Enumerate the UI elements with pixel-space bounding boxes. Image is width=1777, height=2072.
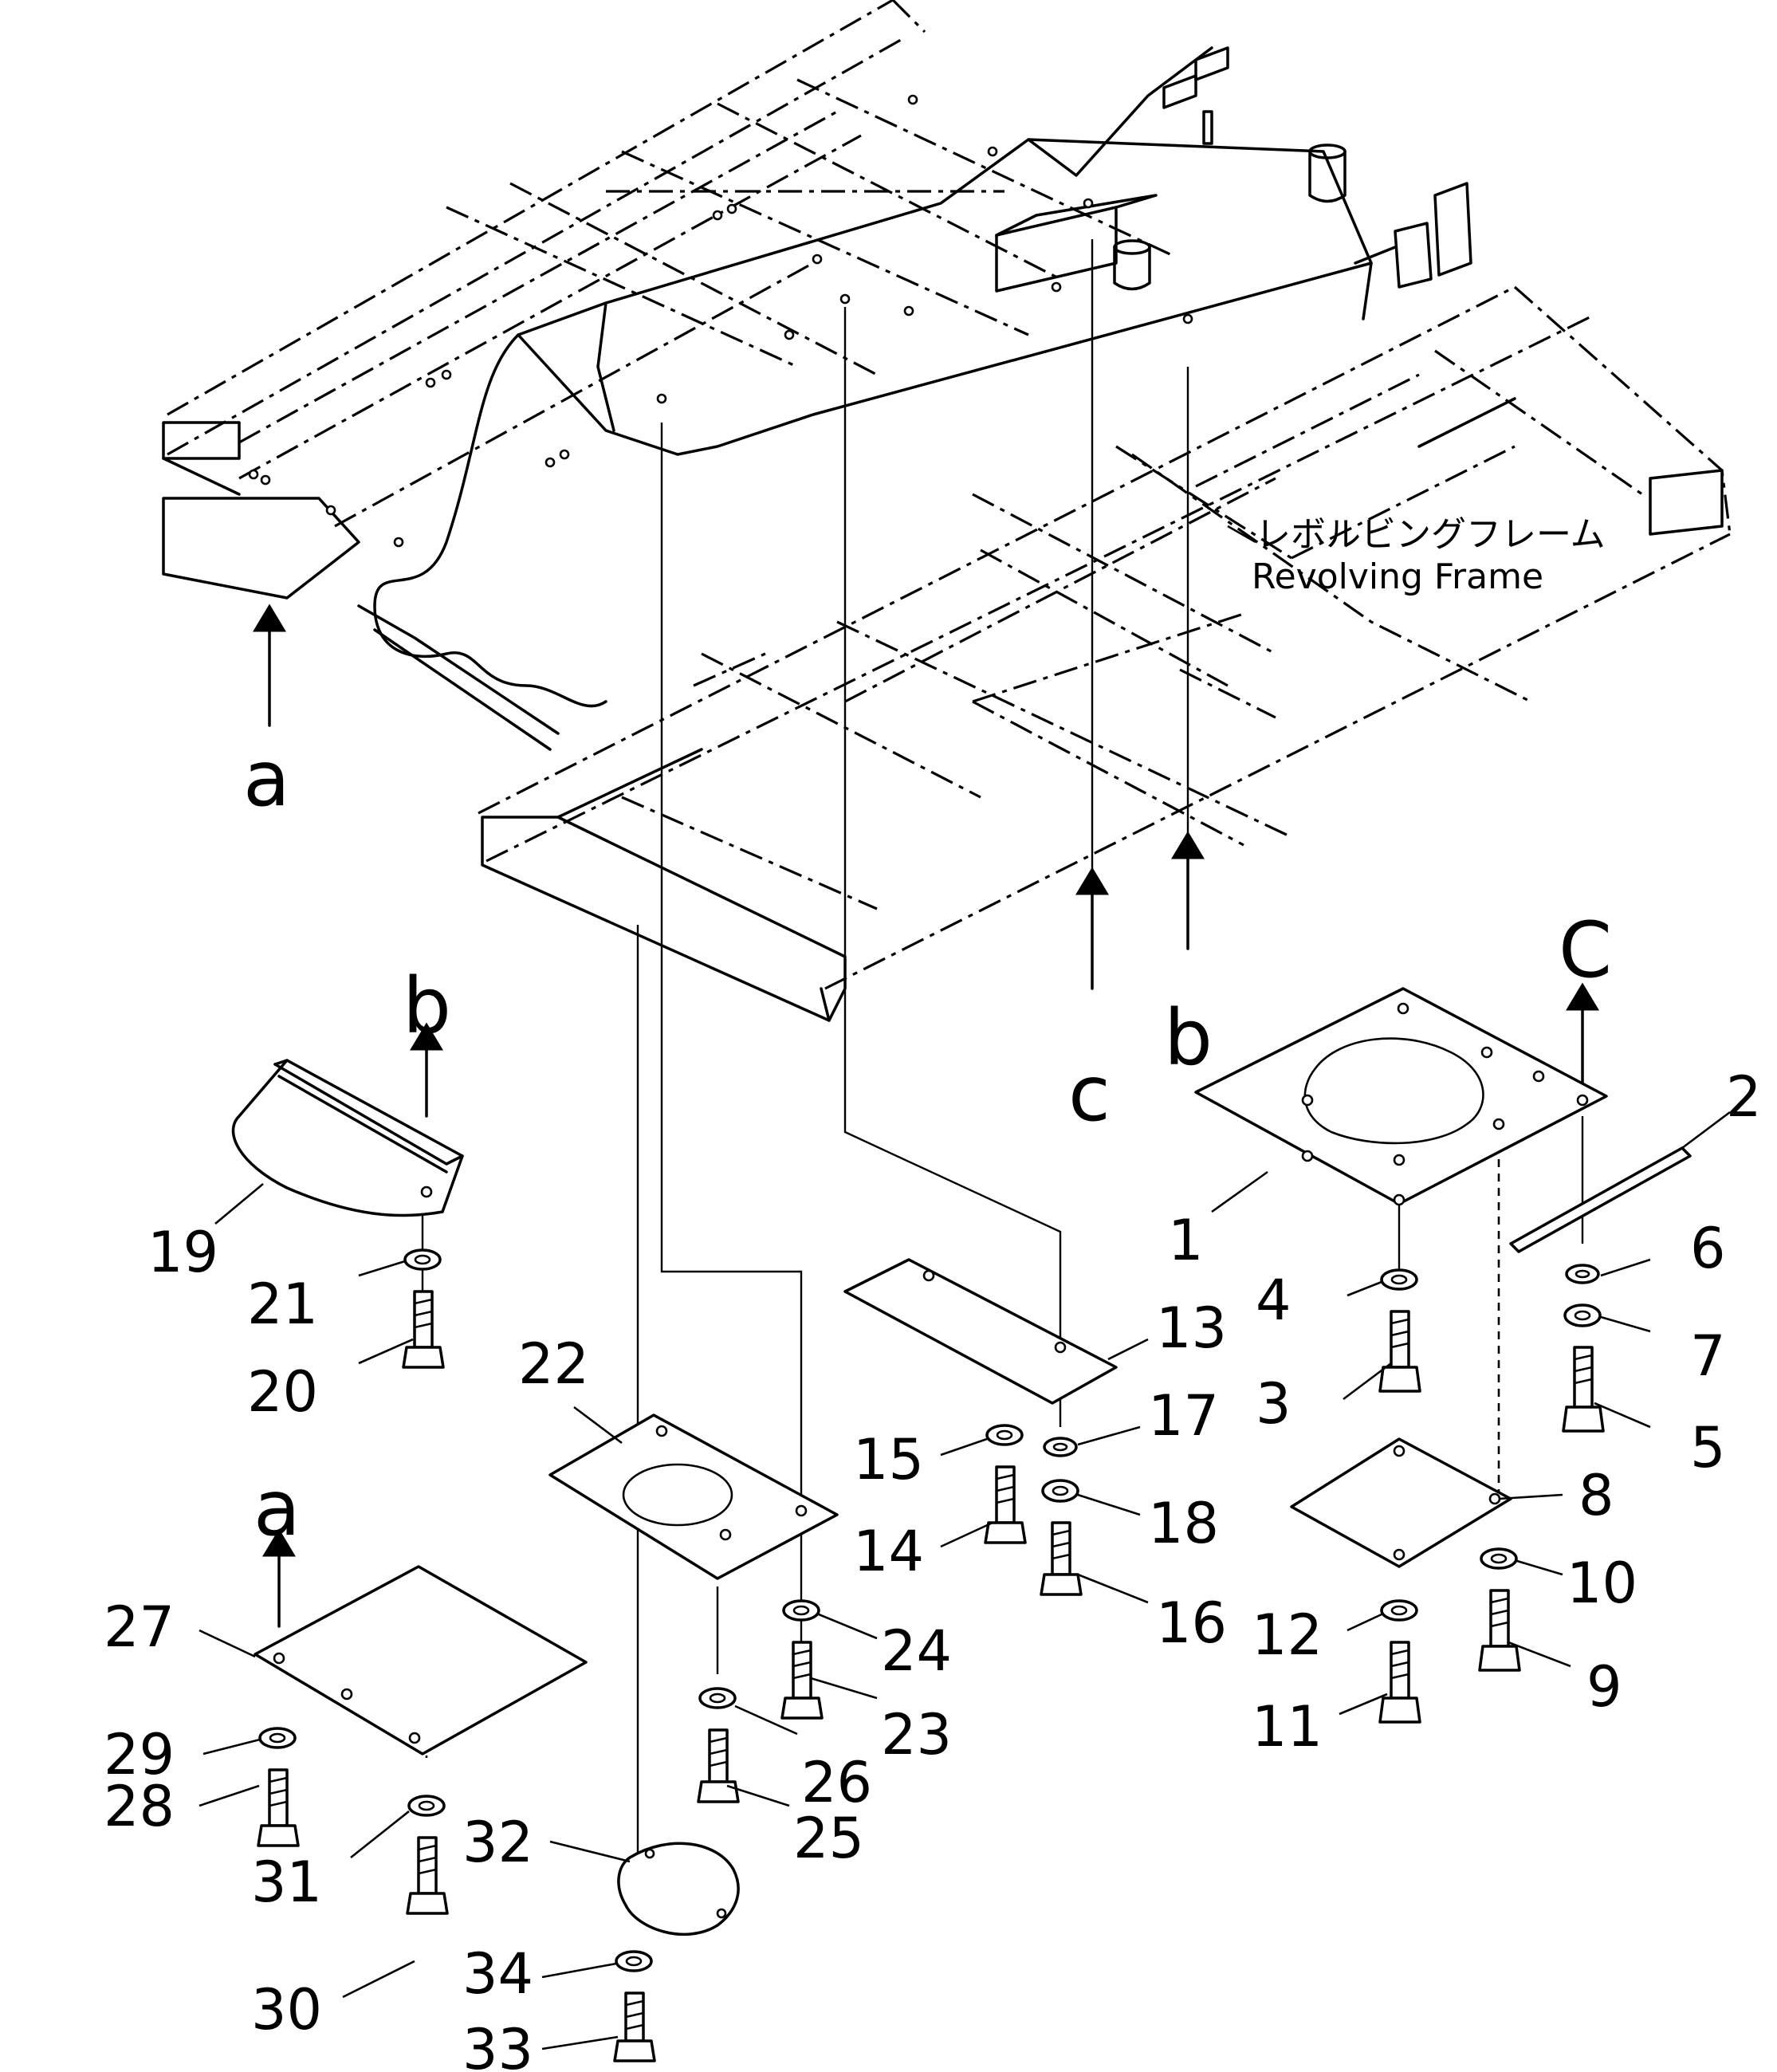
callout-24: 24 (881, 1618, 952, 1684)
part-32-cover (617, 1842, 740, 1936)
part-10-washer (1480, 1547, 1518, 1570)
part-23-bolt (780, 1641, 824, 1720)
callout-28: 28 (104, 1774, 175, 1839)
part-17-washer (1043, 1437, 1078, 1457)
callout-9: 9 (1586, 1654, 1622, 1720)
part-25-bolt (697, 1728, 740, 1803)
callout-31: 31 (251, 1850, 322, 1915)
part-24-washer (782, 1599, 820, 1622)
callout-33: 33 (462, 2017, 533, 2072)
part-8-plate (1290, 1437, 1512, 1568)
callout-5: 5 (1690, 1415, 1726, 1480)
callout-18: 18 (1148, 1491, 1219, 1556)
view-letter-a-bottom: a (254, 1464, 301, 1553)
callout-29: 29 (104, 1722, 175, 1787)
frame-label-english: Revolving Frame (1252, 556, 1543, 597)
callout-20: 20 (247, 1359, 318, 1425)
part-12-washer (1380, 1599, 1418, 1622)
callout-numbers: 1 2 3 4 5 6 7 8 9 10 11 12 13 14 15 16 1… (104, 1064, 1762, 2072)
part-14-bolt (984, 1465, 1027, 1544)
part-33-bolt (613, 1991, 656, 2062)
part-30-bolt (406, 1836, 449, 1915)
view-letter-b-left: b (403, 961, 451, 1051)
part-4-washer (1380, 1268, 1418, 1291)
callout-17: 17 (1148, 1383, 1219, 1449)
callout-21: 21 (247, 1272, 318, 1337)
frame-holes (248, 94, 1193, 548)
callout-10: 10 (1567, 1551, 1637, 1616)
callout-11: 11 (1252, 1694, 1323, 1759)
callout-7: 7 (1690, 1323, 1726, 1389)
callout-16: 16 (1156, 1590, 1227, 1656)
mounting-lines (421, 239, 1584, 1866)
callout-13: 13 (1156, 1295, 1227, 1361)
part-2-strip (1509, 1146, 1692, 1253)
view-letter-a-top: a (243, 734, 290, 824)
part-13-plate (843, 1258, 1118, 1405)
part-29-washer (258, 1727, 297, 1749)
leader-lines (199, 1111, 1731, 2050)
callout-23: 23 (881, 1702, 952, 1767)
callout-3: 3 (1256, 1371, 1291, 1437)
part-15-washer (985, 1424, 1024, 1446)
callout-19: 19 (147, 1220, 218, 1285)
part-19-cover (231, 1059, 464, 1217)
callout-25: 25 (793, 1806, 864, 1871)
callout-6: 6 (1690, 1216, 1726, 1281)
part-18-washer (1041, 1479, 1079, 1503)
part-9-bolt (1478, 1589, 1521, 1672)
callout-27: 27 (104, 1594, 175, 1660)
callout-14: 14 (853, 1519, 924, 1584)
revolving-frame-label: レボルビングフレーム Revolving Frame (1227, 514, 1606, 597)
part-1-plate (1194, 987, 1608, 1206)
part-6-washer (1565, 1264, 1600, 1284)
part-20-bolt (402, 1290, 445, 1369)
part-21-washer (403, 1248, 442, 1271)
part-16-bolt (1040, 1521, 1083, 1596)
view-letter-b-right: b (1164, 993, 1213, 1083)
part-27-plate (254, 1565, 588, 1755)
part-11-bolt (1378, 1641, 1421, 1724)
part-26-washer (698, 1687, 737, 1709)
callout-32: 32 (462, 1810, 533, 1875)
part-34-washer (615, 1950, 653, 1972)
frame-label-japanese: レボルビングフレーム (1256, 514, 1606, 555)
callout-15: 15 (853, 1427, 924, 1492)
part-28-bolt (257, 1768, 300, 1847)
view-letter-c-right: C (1559, 906, 1612, 995)
part-5-bolt (1562, 1346, 1605, 1433)
callout-4: 4 (1256, 1268, 1291, 1333)
part-22-plate (548, 1413, 839, 1580)
callout-30: 30 (251, 1977, 322, 2043)
view-letter-c-mid: c (1068, 1049, 1111, 1138)
callout-22: 22 (518, 1331, 589, 1397)
callout-12: 12 (1252, 1602, 1323, 1668)
callout-1: 1 (1168, 1208, 1204, 1273)
callout-2: 2 (1726, 1064, 1762, 1130)
callout-34: 34 (462, 1941, 533, 2007)
revolving-frame (162, 0, 1732, 1022)
part-31-washer (407, 1795, 446, 1817)
part-7-washer (1563, 1303, 1602, 1327)
callout-26: 26 (801, 1750, 872, 1815)
callout-8: 8 (1578, 1463, 1614, 1528)
part-3-bolt (1378, 1310, 1421, 1393)
